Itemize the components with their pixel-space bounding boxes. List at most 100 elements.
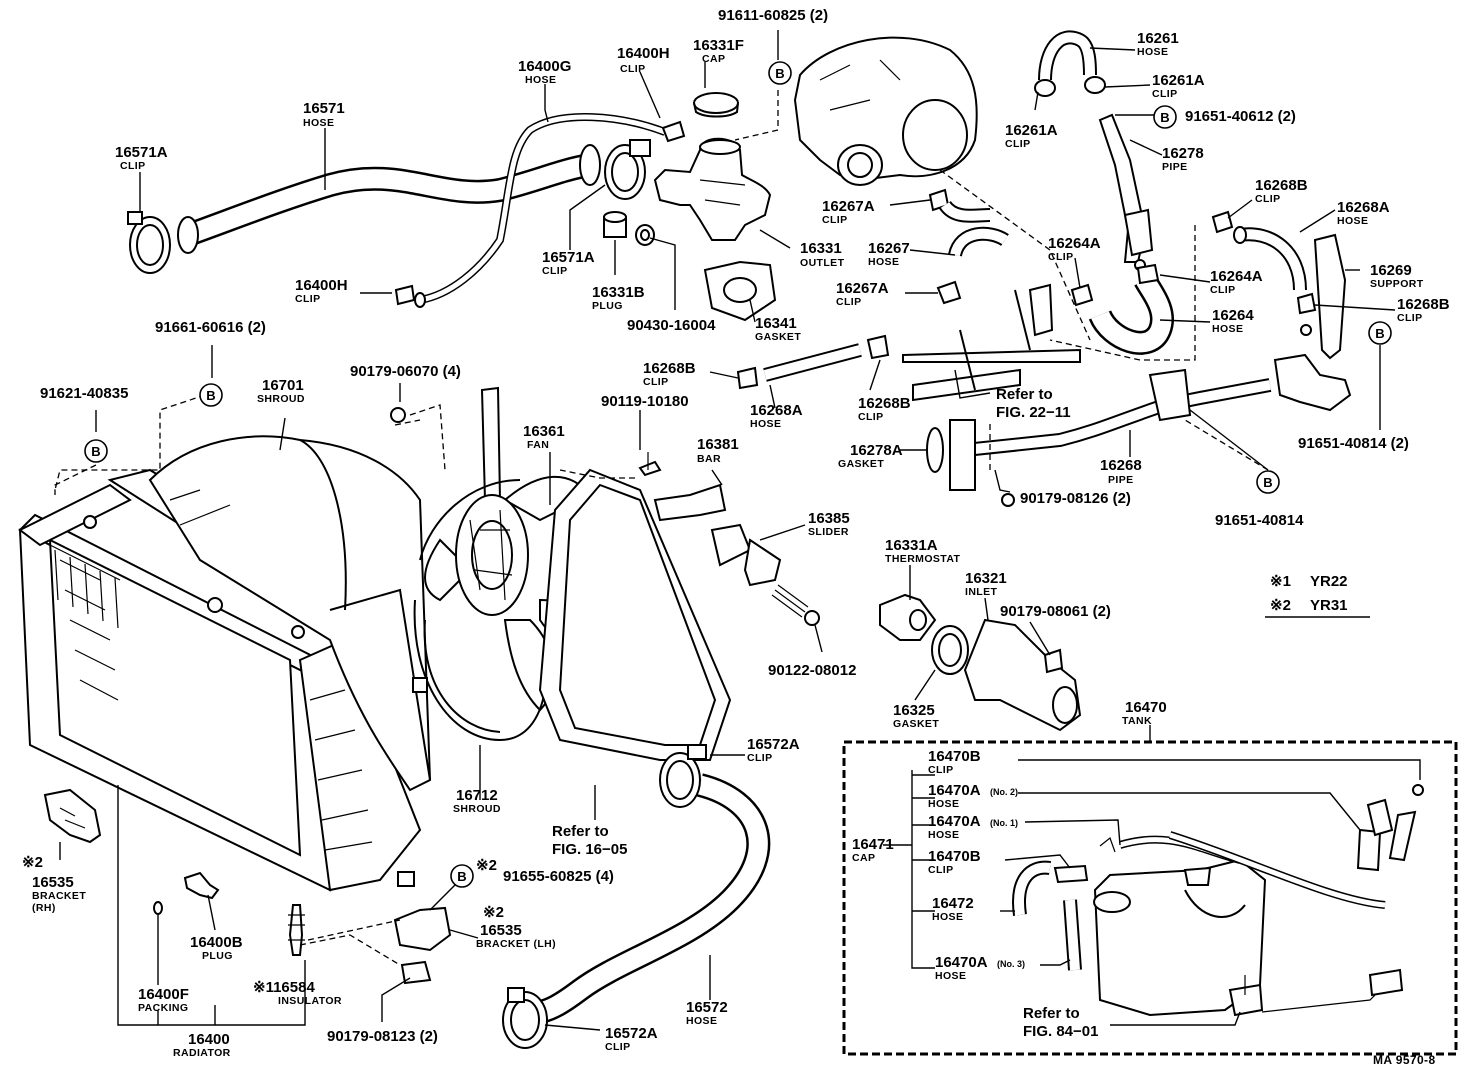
b-marker-label: B (775, 66, 784, 81)
label-16701: 16701 (262, 377, 304, 394)
label-16261: 16261 (1137, 30, 1179, 47)
label-16267: 16267 (868, 240, 910, 257)
thermostat-inlet-drawing (879, 593, 1082, 732)
desc-16472: HOSE (932, 911, 963, 923)
desc-16701: SHROUD (257, 393, 305, 405)
desc-16268b-left: CLIP (643, 376, 669, 388)
label-16572a-bottom: 16572A (605, 1025, 658, 1042)
label-16264: 16264 (1212, 307, 1254, 324)
desc-16400b: PLUG (202, 950, 233, 962)
label-16278a: 16278A (850, 442, 903, 459)
label-91651-40814-bottom: 91651-40814 (1215, 512, 1304, 529)
shroud-16701-drawing (148, 407, 432, 792)
note2-value: YR31 (1310, 597, 1348, 614)
desc-16331: OUTLET (800, 257, 845, 269)
desc-16261: HOSE (1137, 46, 1168, 58)
suffix-16470a-no1: (No. 1) (990, 818, 1018, 828)
suffix-16470a-no3: (No. 3) (997, 959, 1025, 969)
label-16325: 16325 (893, 702, 935, 719)
hose-16268a-support-drawing (1211, 210, 1347, 360)
note1-mark: ※1 (1270, 573, 1291, 590)
label-91651-40814-right: 91651-40814 (2) (1298, 435, 1409, 452)
tank-drawing (842, 740, 1458, 1056)
label-16584: ※116584 (253, 979, 315, 996)
label-91661-60616: 91661-60616 (2) (155, 319, 266, 336)
b-marker-label: B (206, 388, 215, 403)
label-16400h-bottom: 16400H (295, 277, 348, 294)
desc-16381: BAR (697, 453, 721, 465)
hose-16264-drawing (1070, 263, 1174, 355)
desc-16572a-bottom: CLIP (605, 1041, 631, 1053)
label-16712: 16712 (456, 787, 498, 804)
label-16261a-right: 16261A (1152, 72, 1205, 89)
label-90179-08126: 90179-08126 (2) (1020, 490, 1131, 507)
desc-16584: INSULATOR (278, 995, 342, 1007)
part-labels: 91611-60825 (2) 16400H CLIP 16331F CAP 1… (22, 7, 1450, 1067)
label-16571a-left: 16571A (115, 144, 168, 161)
hose-16268a-mid-drawing (736, 334, 1015, 507)
refer-fig-22-11-line1: Refer to (996, 386, 1053, 403)
mark-16535-rh: ※2 (22, 854, 43, 871)
desc-16470b-top: CLIP (928, 764, 954, 776)
label-16268a-mid: 16268A (750, 402, 803, 419)
label-16331f: 16331F (693, 37, 744, 54)
label-16572: 16572 (686, 999, 728, 1016)
small-parts-drawing (43, 788, 452, 985)
refer-fig-16-05-line1: Refer to (552, 823, 609, 840)
desc-16268b-mid: CLIP (858, 411, 884, 423)
desc-16264: HOSE (1212, 323, 1243, 335)
label-91621-40835: 91621-40835 (40, 385, 128, 402)
desc-16321: INLET (965, 586, 998, 598)
diagram-code: MA 9570-8 (1373, 1053, 1436, 1067)
b-marker (84, 439, 108, 463)
bar-slider-drawing (638, 452, 820, 626)
desc-16268: PIPE (1108, 474, 1134, 486)
desc-16571a-left: CLIP (120, 160, 146, 172)
pipe-16268-drawing (902, 283, 1352, 491)
label-16331b: 16331B (592, 284, 645, 301)
leader-lines (54, 30, 1421, 1031)
label-16267a-bottom: 16267A (836, 280, 889, 297)
desc-16278: PIPE (1162, 161, 1188, 173)
b-marker (768, 61, 792, 85)
label-90179-08061: 90179-08061 (2) (1000, 603, 1111, 620)
label-16264a-right: 16264A (1210, 268, 1263, 285)
b-marker-label: B (1263, 475, 1272, 490)
refer-fig-22-11-line2: FIG. 22−11 (996, 404, 1071, 421)
b-marker-label: B (1375, 326, 1384, 341)
b-callout-markers: B B B B B B B (84, 61, 1392, 888)
desc-16470a-no3: HOSE (935, 970, 966, 982)
desc-16712: SHROUD (453, 803, 501, 815)
desc-16325: GASKET (893, 718, 939, 730)
desc-16268a-top: HOSE (1337, 215, 1368, 227)
label-16400b: 16400B (190, 934, 243, 951)
desc-16471: CAP (852, 852, 875, 864)
b-marker-label: B (1160, 110, 1169, 125)
label-16470a-no1: 16470A (928, 813, 981, 830)
label-90179-08123: 90179-08123 (2) (327, 1028, 438, 1045)
desc-16571: HOSE (303, 117, 334, 129)
note1-value: YR22 (1310, 573, 1348, 590)
desc-16400g: HOSE (525, 74, 556, 86)
b-marker-label: B (91, 444, 100, 459)
desc-16470a-no1: HOSE (928, 829, 959, 841)
desc-16331b: PLUG (592, 300, 623, 312)
desc-16268b-right: CLIP (1397, 312, 1423, 324)
desc-16535-rh: BRACKET (32, 890, 86, 902)
label-16535-rh: 16535 (32, 874, 74, 891)
label-16269: 16269 (1370, 262, 1412, 279)
b-marker (1368, 321, 1392, 345)
label-90179-06070: 90179-06070 (4) (350, 363, 461, 380)
note2-mark: ※2 (1270, 597, 1291, 614)
label-16331a: 16331A (885, 537, 938, 554)
label-16571a-right: 16571A (542, 249, 595, 266)
mark-91655: ※2 (476, 857, 497, 874)
label-16400h-top: 16400H (617, 45, 670, 62)
mark-16535-lh: ※2 (483, 904, 504, 921)
desc-16261a-right: CLIP (1152, 88, 1178, 100)
label-16268b-right: 16268B (1397, 296, 1450, 313)
label-16268: 16268 (1100, 457, 1142, 474)
label-91611-60825: 91611-60825 (2) (718, 7, 828, 24)
label-16400: 16400 (188, 1031, 230, 1048)
label-16321: 16321 (965, 570, 1007, 587)
